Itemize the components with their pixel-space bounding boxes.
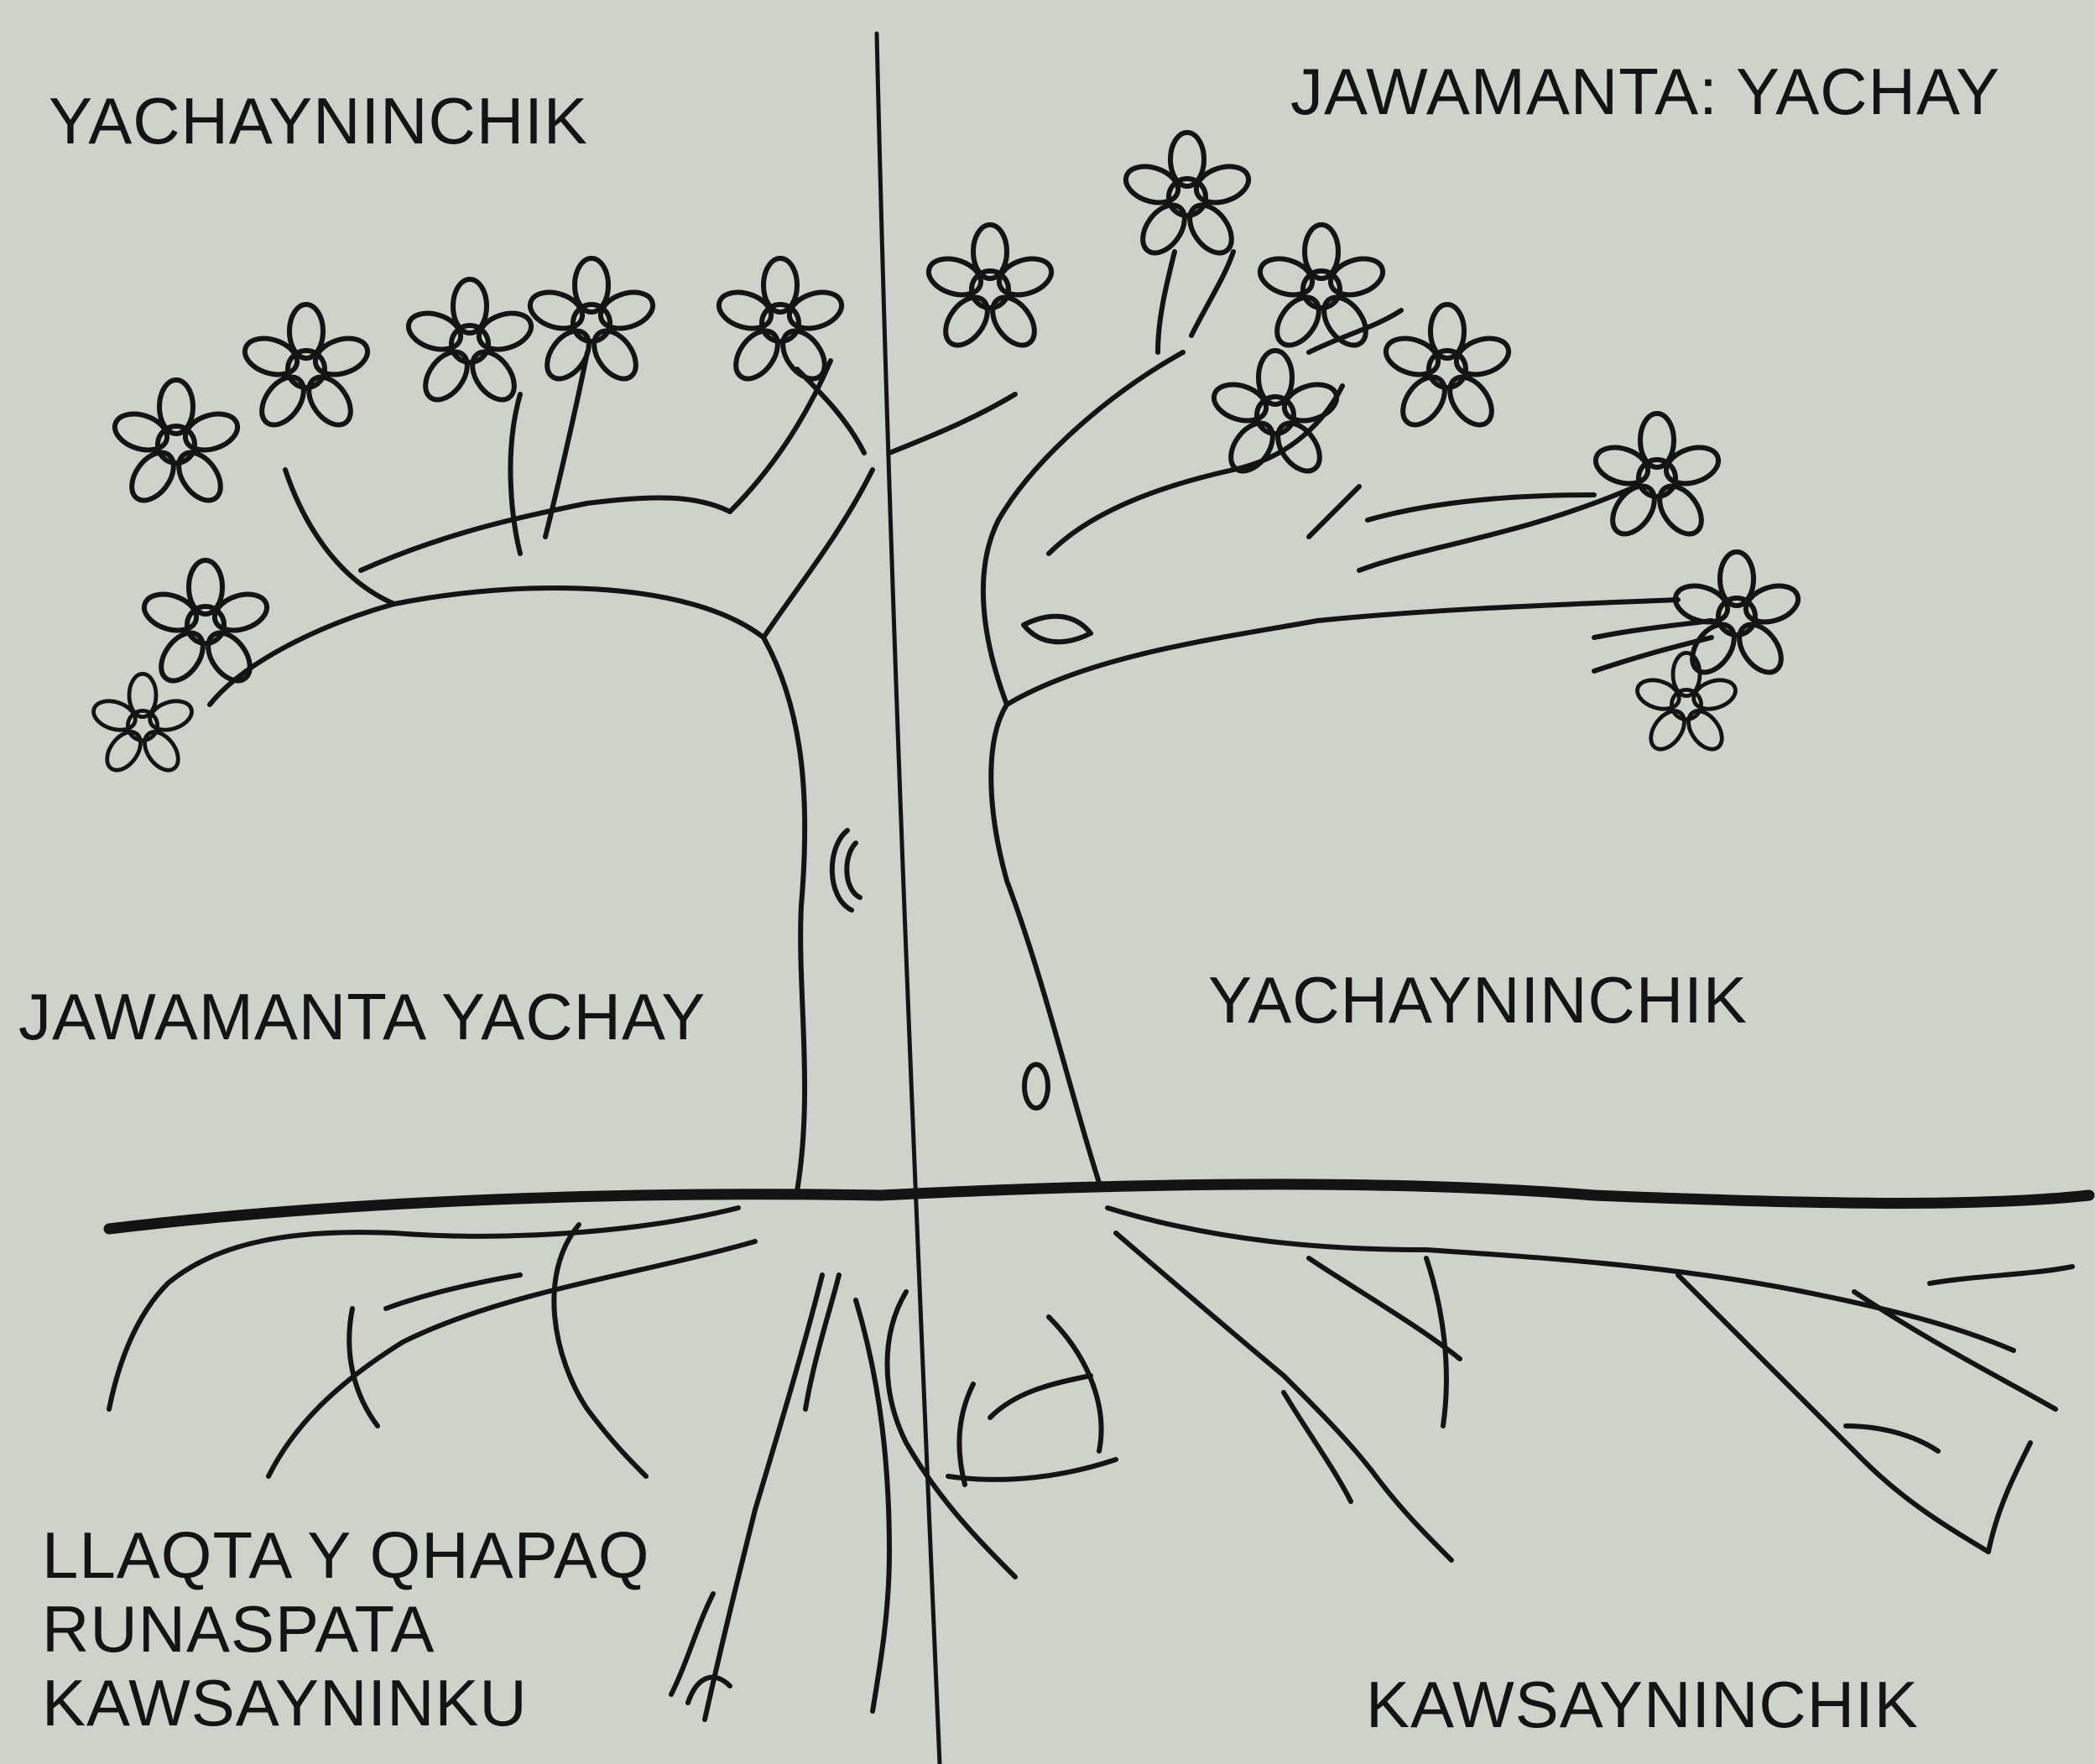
label-bottom-left: LLAQTA Y QHAPAQ RUNASPATA KAWSAYNINKU xyxy=(42,1518,650,1740)
label-bottom-left-line-1: LLAQTA Y QHAPAQ xyxy=(42,1518,650,1592)
ground-line xyxy=(109,1184,2089,1229)
label-middle-right: YACHAYNINCHIK xyxy=(1208,963,1748,1037)
label-top-right: JAWAMANTA: YACHAY xyxy=(1290,55,2000,128)
label-bottom-left-line-3: KAWSAYNINKU xyxy=(42,1666,650,1740)
label-bottom-left-line-2: RUNASPATA xyxy=(42,1592,650,1666)
label-middle-left: JAWAMANTA YACHAY xyxy=(18,980,706,1054)
flowers xyxy=(90,133,1803,777)
label-top-left: YACHAYNINCHIK xyxy=(49,84,588,158)
label-bottom-right: KAWSAYNINCHIK xyxy=(1366,1668,1919,1741)
